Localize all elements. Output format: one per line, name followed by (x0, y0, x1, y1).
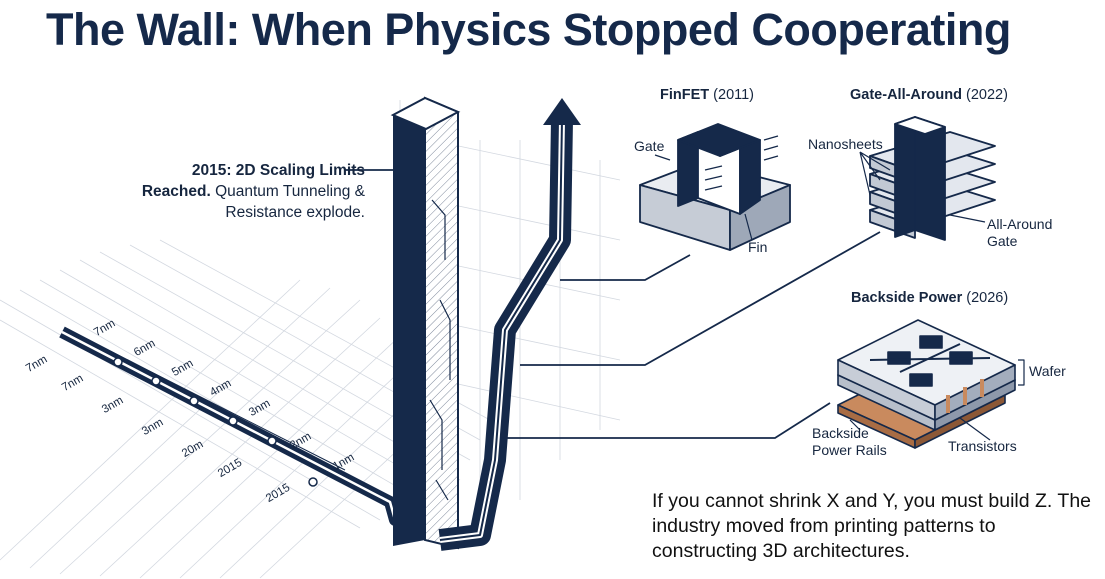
backside-title: Backside Power (2026) (851, 290, 1008, 306)
backside-rails-label-line2: Power Rails (812, 442, 887, 458)
page-title: The Wall: When Physics Stopped Cooperati… (46, 4, 1011, 55)
conclusion-text: If you cannot shrink X and Y, you must b… (652, 490, 1092, 562)
wall-annotation: 2015: 2D Scaling Limits Reached. Quantum… (120, 160, 365, 223)
finfet-gate-label: Gate (634, 138, 665, 154)
rising-arrow (438, 98, 581, 551)
backside-wafer-label: Wafer (1029, 363, 1066, 379)
annotation-text: Quantum Tunneling & Resistance explode. (215, 183, 365, 221)
backside-name: Backside Power (851, 290, 963, 306)
gaa-name: Gate-All-Around (850, 87, 962, 103)
backside-transistors-label: Transistors (948, 438, 1017, 454)
gaa-nanosheets-label: Nanosheets (808, 136, 883, 152)
gaa-gate-label-line2: Gate (987, 233, 1018, 249)
finfet-year: (2011) (713, 87, 755, 103)
backside-rails-label-line1: Backside (812, 425, 869, 441)
connector-lines (500, 231, 881, 439)
gaa-year: (2022) (966, 87, 1008, 103)
wall-pillar (390, 96, 461, 550)
finfet-name: FinFET (660, 87, 710, 103)
backside-structure (837, 319, 1025, 449)
backside-year: (2026) (966, 290, 1009, 306)
timeline-track (59, 326, 426, 526)
gaa-title: Gate-All-Around (2022) (850, 87, 1008, 103)
gaa-gate-label-line1: All-Around (987, 216, 1053, 232)
annotation-bold: 2015: 2D Scaling Limits Reached. (141, 162, 365, 200)
finfet-fin-label: Fin (748, 239, 768, 255)
finfet-title: FinFET (2011) (660, 87, 754, 103)
finfet-structure (639, 123, 791, 251)
gaa-structure (859, 116, 996, 241)
